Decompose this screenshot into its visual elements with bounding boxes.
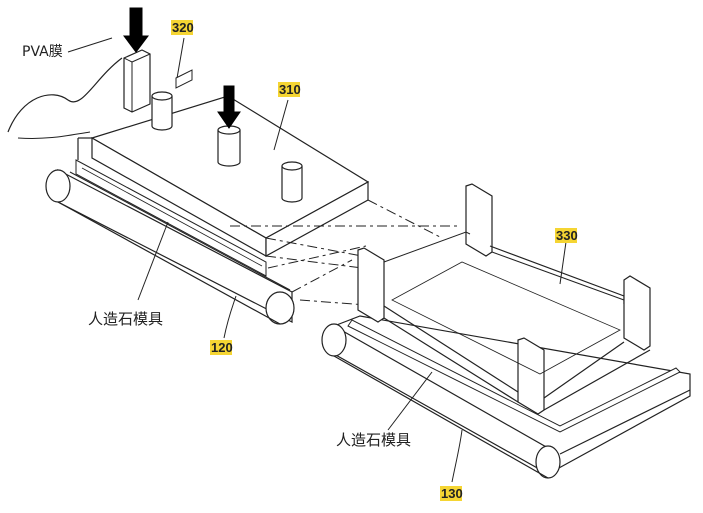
conveyor-120: [45, 169, 295, 325]
label-mold-left: 人造石模具: [88, 310, 163, 328]
ref-130-leader: [451, 429, 463, 483]
label-mold-right: 人造石模具: [336, 431, 411, 449]
pva-film-line: [7, 57, 123, 133]
conveyor-130-left-roller: [321, 323, 347, 357]
ref-320-leader: [175, 37, 185, 85]
press-arrow-small: [217, 85, 241, 129]
cylinder-2: [217, 125, 241, 167]
ref-310-tag: [278, 82, 300, 97]
ref-320-label: 320: [172, 20, 194, 35]
mold-tray-left: [75, 159, 267, 277]
ref-130-label: 130: [441, 486, 463, 501]
ref-310-leader: [273, 99, 289, 151]
pva-film-lower-line: [17, 131, 91, 139]
cylinder-3: [281, 161, 303, 203]
mold-right-leader: [387, 371, 433, 431]
ref-120-label: 120: [211, 340, 233, 355]
conveyor-130: [321, 315, 691, 479]
ref-320-tag: [171, 20, 193, 35]
frame-330: [357, 183, 651, 415]
press-arrow-large: [123, 7, 149, 53]
label-pva-film: PVA膜: [22, 44, 63, 60]
ref-330-label: 330: [556, 228, 578, 243]
ref-330-leader: [559, 241, 567, 285]
cylinder-1: [151, 91, 173, 131]
mold-left-leader: [137, 221, 169, 301]
conveyor-120-left-roller: [45, 169, 71, 203]
pva-film-leader: [67, 37, 113, 53]
side-plate-320: [123, 49, 151, 113]
ref-120-tag: [210, 340, 232, 355]
ref-130-tag: [440, 486, 462, 501]
ref-120-leader: [223, 295, 237, 339]
ref-310-label: 310: [279, 82, 301, 97]
mold-tray-right: [347, 319, 681, 433]
ref-330-tag: [555, 228, 577, 243]
